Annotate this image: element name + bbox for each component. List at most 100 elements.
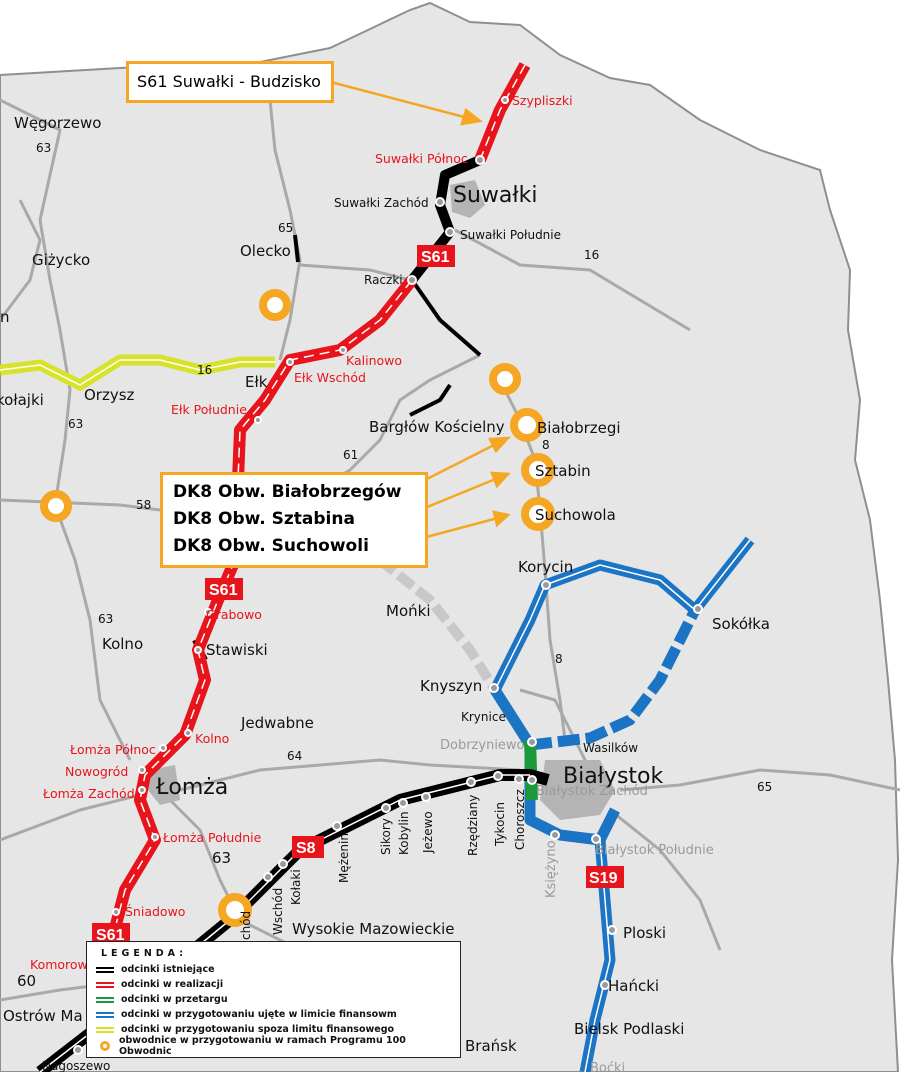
town-label: Białystok: [563, 764, 664, 789]
road-number: 8: [542, 438, 550, 452]
junction-label: Kolno: [195, 731, 229, 746]
callout-dk8: DK8 Obw. Białobrzegów DK8 Obw. Sztabina …: [160, 472, 428, 568]
line-swatch-icon: [96, 966, 114, 973]
legend-label: odcinki w przygotowaniu spoza limitu fin…: [121, 1024, 395, 1035]
callout-dk8-suchowola: DK8 Obw. Suchowoli: [173, 536, 369, 556]
town-label: Ostrów Ma: [3, 1007, 83, 1025]
legend-item-existing: odcinki istniejące: [96, 962, 460, 977]
legend: LEGENDA: odcinki istniejące odcinki w re…: [86, 941, 461, 1058]
road-number: 8: [555, 652, 563, 666]
bialystok-area: [540, 760, 615, 820]
junction-label: Łomża Północ: [69, 742, 156, 757]
town-label: Sztabin: [535, 462, 591, 480]
town-label: Białobrzegi: [537, 419, 621, 437]
junction-label: Nowogród: [65, 764, 128, 779]
road-number: 65: [278, 221, 293, 235]
junction-label: Suwałki Północ: [375, 151, 468, 166]
road-numbers: 63 65 16 16 63 61 58 63 8 8 64 65 63 60: [17, 141, 772, 990]
town-label: Łomża: [155, 775, 228, 800]
callout-s61: S61 Suwałki - Budzisko: [126, 61, 334, 103]
legend-label: odcinki istniejące: [121, 964, 215, 975]
town-label: Olecko: [240, 242, 291, 260]
line-swatch-icon: [96, 996, 114, 1003]
town-label: Suchowola: [535, 506, 616, 524]
junction-label: Suwałki Południe: [460, 228, 561, 242]
junction-nodes: [73, 96, 703, 1055]
legend-label: odcinki w przetargu: [121, 994, 228, 1005]
legend-item-bypass: obwodnice w przygotowaniu w ramach Progr…: [96, 1035, 460, 1057]
junction-label: Sikory: [379, 818, 393, 855]
shield-s61-mid: S61: [205, 578, 243, 600]
junction-label: Komorow: [30, 957, 88, 972]
svg-text:S61: S61: [421, 249, 450, 266]
junction-label: Księżyno: [544, 840, 559, 898]
line-swatch-icon: [96, 1011, 114, 1018]
road-number: 63: [212, 849, 231, 867]
town-label: Orzysz: [84, 386, 135, 404]
callout-s61-text: S61 Suwałki - Budzisko: [137, 72, 321, 91]
callout-dk8-bialobrzegi: DK8 Obw. Białobrzegów: [173, 482, 402, 502]
junction-label: Łomża Zachód: [42, 786, 135, 801]
junction-label: Grabowo: [206, 607, 262, 622]
shield-s61-south: S61: [92, 923, 130, 945]
town-label: Hańcki: [608, 977, 659, 995]
legend-label: odcinki w realizacji: [121, 979, 224, 990]
road-outside-limit-centerline: [0, 359, 275, 386]
junction-label: Rzędziany: [466, 795, 480, 856]
junction-label: Dobrzyniewo: [440, 738, 525, 753]
town-label: Suwałki: [453, 183, 538, 208]
lomza-area: [148, 765, 180, 805]
road-number: 63: [36, 141, 51, 155]
svg-text:S8: S8: [296, 840, 316, 857]
junction-label: Wschód: [271, 888, 285, 935]
town-label: Bielsk Podlaski: [574, 1020, 684, 1038]
town-label: Nagoszewo: [42, 1059, 110, 1072]
road-number: 16: [584, 248, 599, 262]
town-label: Sokółka: [712, 615, 770, 633]
town-label: Krynice: [461, 710, 506, 724]
junction-labels-existing: Suwałki Zachód Suwałki Południe Raczki M…: [239, 196, 561, 940]
svg-text:S19: S19: [589, 870, 618, 887]
road-number: 58: [136, 498, 151, 512]
town-label: Bargłów Kościelny: [369, 418, 505, 436]
town-labels: Węgorzewo Giżycko n Olecko Suwałki Orzys…: [0, 114, 770, 1072]
town-label: Kolno: [102, 635, 143, 653]
town-label: Mońki: [386, 602, 430, 620]
town-label: Korycin: [518, 558, 573, 576]
junction-label: Szypliszki: [512, 93, 573, 108]
road-number: 61: [343, 448, 358, 462]
callout-arrows: [322, 78, 512, 542]
junction-label: Śniadowo: [125, 904, 185, 919]
bypass-markers: [40, 289, 555, 927]
town-label: Jedwabne: [240, 714, 314, 732]
junction-label: Tykocin: [493, 802, 507, 847]
legend-title: LEGENDA:: [101, 948, 187, 959]
junction-label: Ełk Wschód: [294, 370, 366, 385]
callout-dk8-sztabin: DK8 Obw. Sztabina: [173, 509, 355, 529]
legend-label: odcinki w przygotowaniu ujęte w limicie …: [121, 1009, 397, 1020]
junction-label: Kalinowo: [346, 353, 402, 368]
junction-labels-planned: Dobrzyniewo Białystok Zachód Białystok P…: [440, 738, 714, 1072]
shield-s19: S19: [586, 866, 624, 888]
bypass-ring-icon: [100, 1041, 110, 1051]
legend-item-prepared-in-limit: odcinki w przygotowaniu ujęte w limicie …: [96, 1007, 460, 1022]
road-number: 63: [68, 417, 83, 431]
junction-label: Boćki: [590, 1061, 625, 1072]
junction-label: Choroszcz: [513, 789, 527, 850]
road-number: 65: [757, 780, 772, 794]
legend-item-tender: odcinki w przetargu: [96, 992, 460, 1007]
road-planned-gray: [376, 556, 500, 693]
shield-s8: S8: [292, 836, 324, 858]
junction-label: Kobylin: [397, 811, 411, 855]
junction-label: chód: [239, 911, 253, 940]
town-label: kołajki: [0, 391, 44, 409]
junction-label: Łomża Południe: [162, 830, 262, 845]
town-label: Knyszyn: [420, 677, 482, 695]
road-number: 64: [287, 749, 302, 763]
svg-text:S61: S61: [96, 927, 125, 944]
suwalki-area: [450, 180, 485, 218]
junction-label: Mężenin: [337, 833, 351, 883]
town-label: Brańsk: [465, 1037, 517, 1055]
legend-item-prepared-outside-limit: odcinki w przygotowaniu spoza limitu fin…: [96, 1022, 460, 1037]
